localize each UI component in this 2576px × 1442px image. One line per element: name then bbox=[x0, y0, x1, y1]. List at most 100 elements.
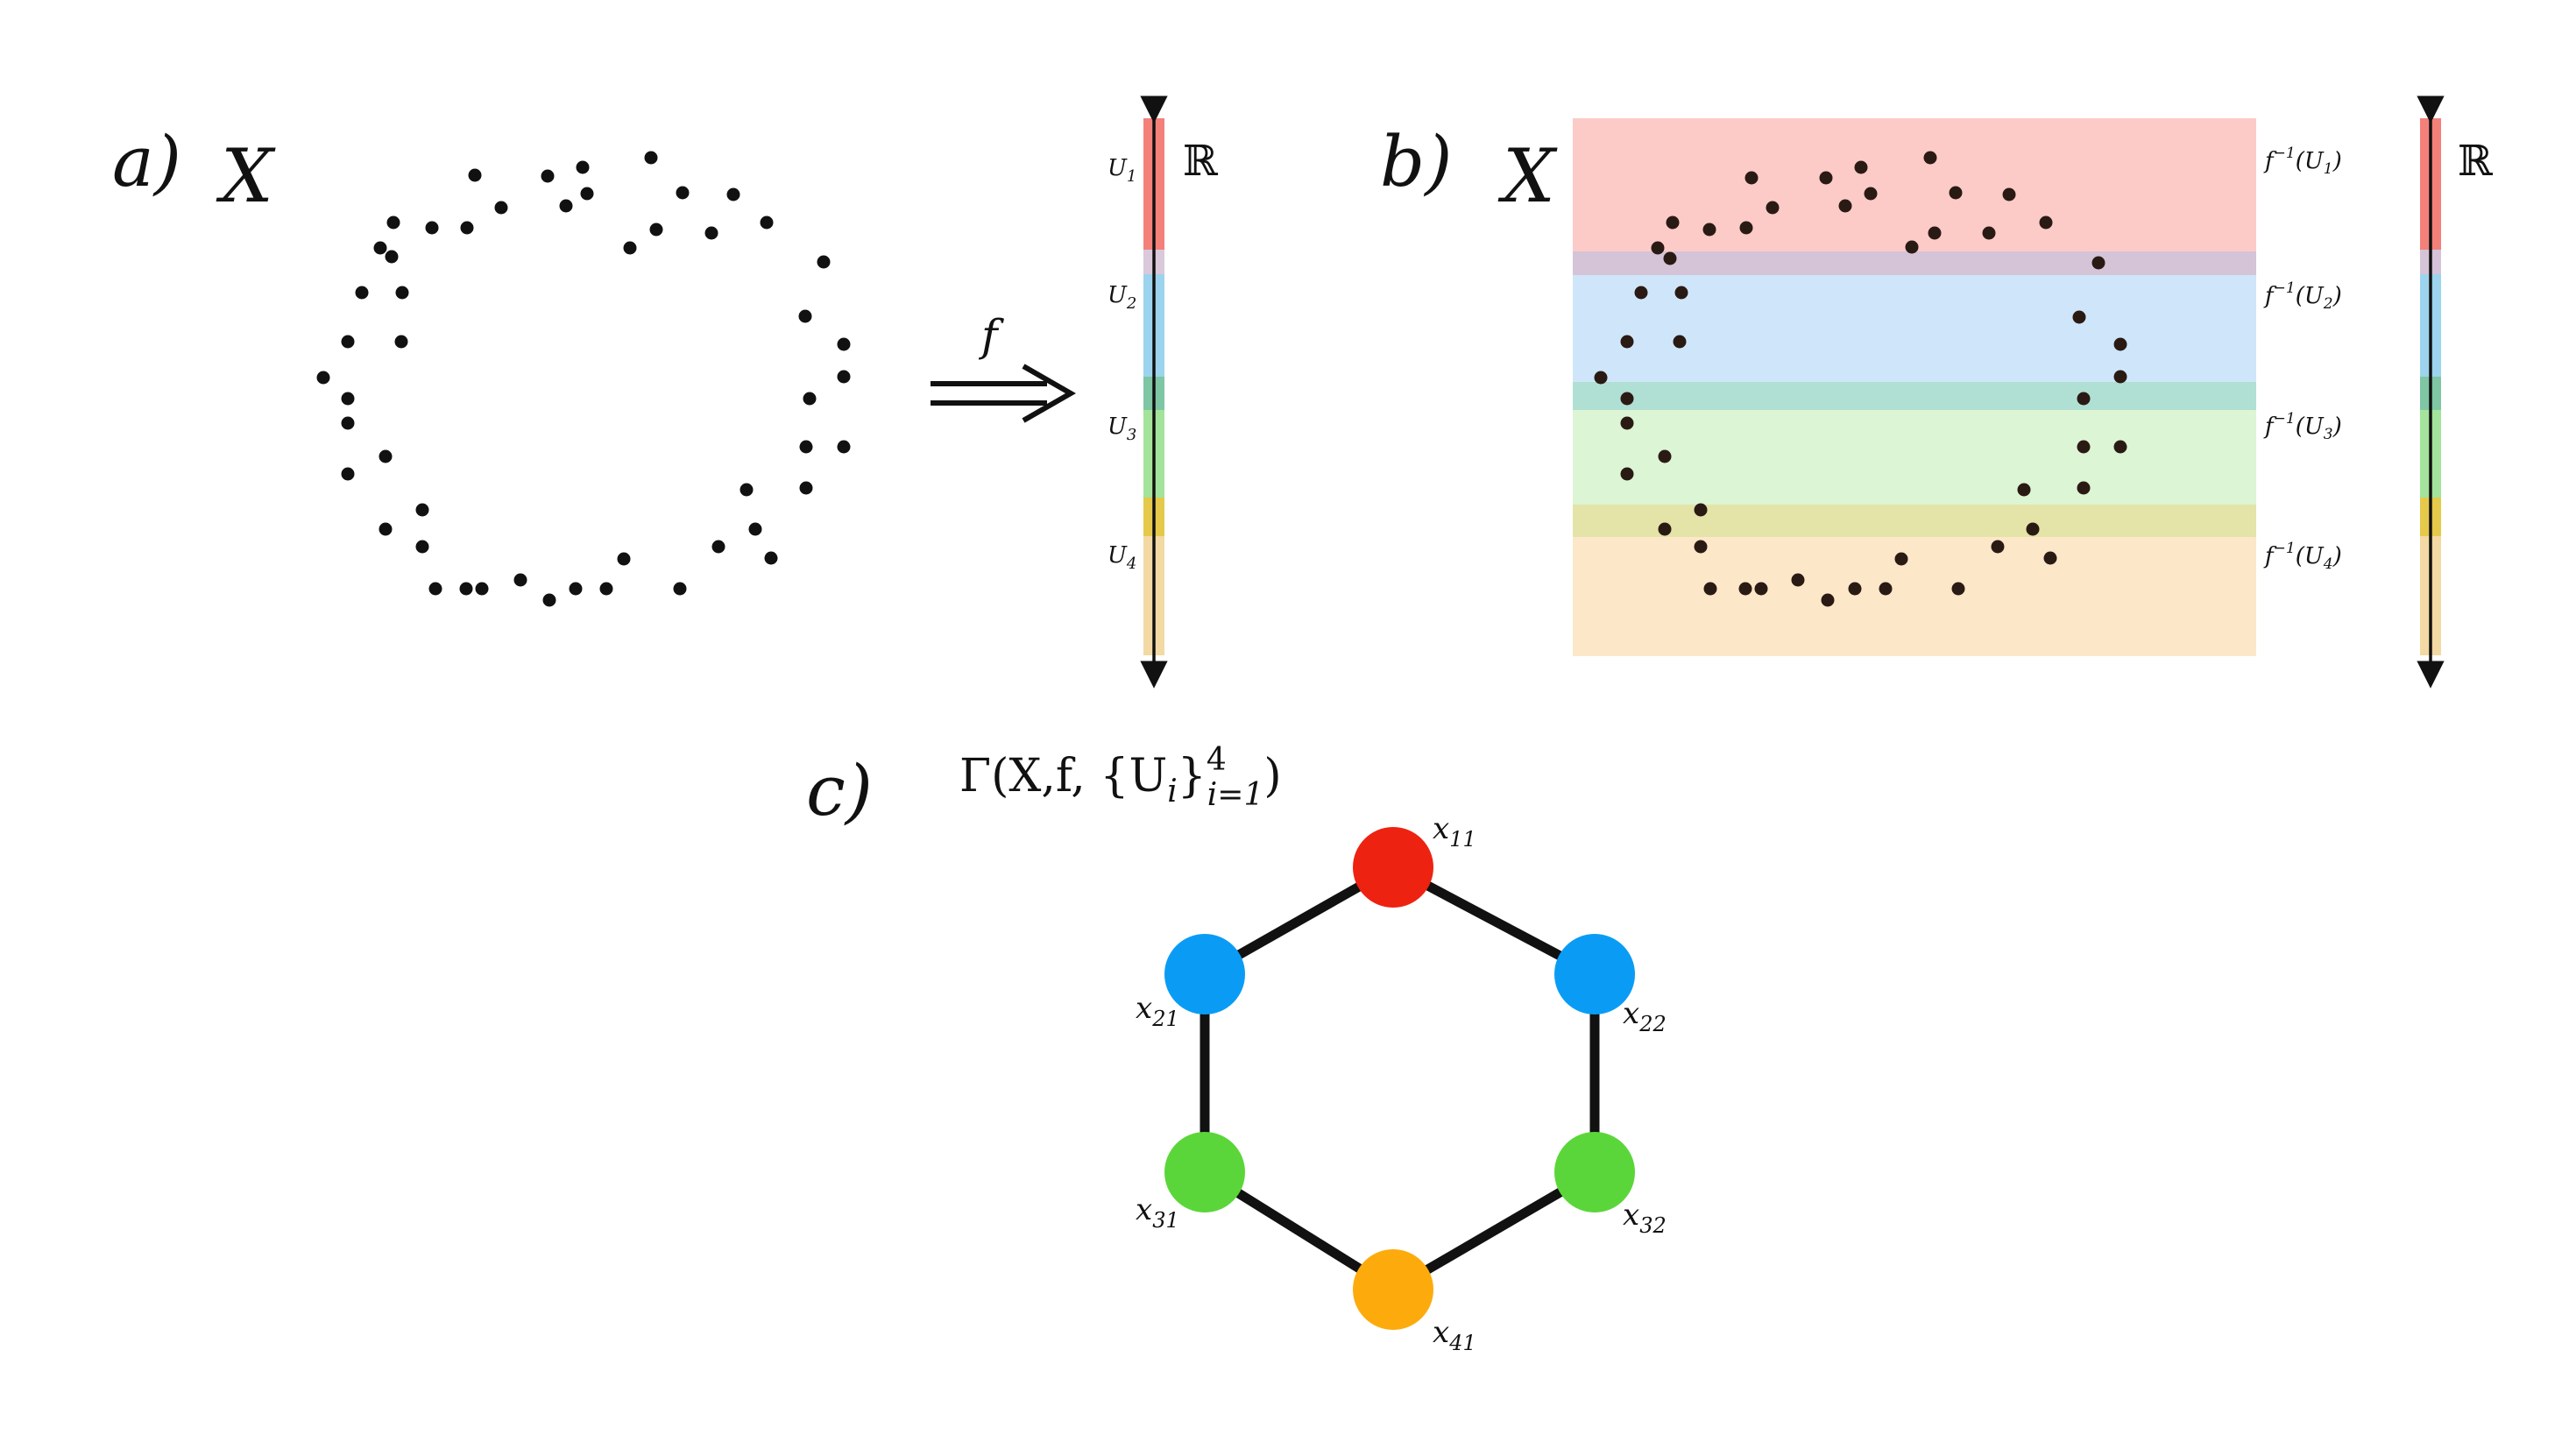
cloud-b-point bbox=[1702, 223, 1716, 237]
cloud-a-point bbox=[385, 250, 399, 264]
cloud-a-point bbox=[803, 392, 817, 406]
cloud-b-point bbox=[2077, 392, 2091, 406]
cloud-a-point bbox=[425, 221, 439, 235]
nerve-graph: x11 x21 x22 x31 x32 x41 bbox=[1136, 811, 1667, 1355]
node-label-x31: x31 bbox=[1136, 1192, 1179, 1233]
cloud-b-point bbox=[1949, 186, 1963, 200]
cloud-b-point bbox=[1838, 199, 1852, 213]
cloud-b-point bbox=[1923, 151, 1937, 165]
preimage-label-u4: f−1(U4) bbox=[2263, 540, 2342, 573]
cloud-b-point bbox=[2002, 187, 2016, 201]
cloud-a-point bbox=[559, 199, 573, 213]
node-label-x11: x11 bbox=[1433, 811, 1476, 852]
cloud-b-point bbox=[2077, 440, 2091, 454]
cloud-b-point bbox=[1894, 552, 1908, 566]
cloud-b-point bbox=[1928, 226, 1942, 240]
cloud-a-point bbox=[817, 255, 831, 269]
cloud-b-point bbox=[2072, 310, 2086, 324]
cloud-b-point bbox=[1620, 467, 1634, 481]
map-arrow-head bbox=[1022, 364, 1077, 423]
cloud-a-point bbox=[837, 337, 851, 351]
cloud-a-point bbox=[764, 551, 778, 565]
real-line-b: ℝ bbox=[2417, 95, 2493, 689]
panel-b: b) X f−1(U1) f−1(U2) f−1(U3) f−1(U4) bbox=[1380, 95, 2493, 689]
node-x31 bbox=[1164, 1132, 1245, 1212]
cloud-b-point bbox=[1754, 582, 1768, 596]
cloud-a-point bbox=[341, 416, 355, 430]
panel-c-label: c) bbox=[806, 750, 873, 831]
cloud-a-point bbox=[475, 582, 489, 596]
preimage-bands bbox=[1573, 118, 2256, 656]
cloud-b-point bbox=[1651, 241, 1665, 255]
cloud-b-point bbox=[1620, 392, 1634, 406]
cloud-a-point bbox=[617, 552, 631, 566]
panel-b-label: b) bbox=[1380, 121, 1452, 202]
panel-a: a) X f ℝ U1 U2 U3 U4 bbox=[112, 95, 1218, 689]
node-label-x32: x32 bbox=[1623, 1198, 1667, 1238]
node-x32 bbox=[1554, 1132, 1635, 1212]
cloud-a-point bbox=[459, 582, 473, 596]
cloud-b-point bbox=[1703, 582, 1717, 596]
band-u1 bbox=[1573, 118, 2256, 251]
cloud-a-point bbox=[386, 216, 400, 230]
node-label-x22: x22 bbox=[1623, 996, 1667, 1036]
cloud-a-point bbox=[379, 449, 393, 463]
cloud-b-point bbox=[1991, 540, 2005, 554]
cloud-b-point bbox=[2026, 522, 2040, 536]
cloud-a-point bbox=[341, 467, 355, 481]
cloud-b-point bbox=[1848, 582, 1862, 596]
real-line-a: ℝ U1 U2 U3 U4 bbox=[1108, 95, 1218, 689]
cloud-b-point bbox=[1738, 582, 1752, 596]
band-u3 bbox=[1573, 410, 2256, 505]
cloud-b-point bbox=[2113, 370, 2127, 384]
cloud-b-point bbox=[1739, 221, 1753, 235]
cloud-b-point bbox=[1694, 503, 1708, 517]
point-cloud-a bbox=[316, 151, 851, 607]
cloud-a-point bbox=[837, 370, 851, 384]
cloud-a-point bbox=[576, 160, 590, 174]
cloud-a-point bbox=[599, 582, 613, 596]
cloud-b-point bbox=[1982, 226, 1996, 240]
cloud-a-point bbox=[341, 335, 355, 349]
cloud-a-point bbox=[644, 151, 658, 165]
real-line-b-label: ℝ bbox=[2458, 137, 2493, 186]
panel-b-space-label: X bbox=[1497, 133, 1558, 219]
cloud-b-point bbox=[2077, 481, 2091, 495]
cloud-b-point bbox=[2017, 483, 2031, 497]
cloud-a-point bbox=[760, 216, 774, 230]
cover-label-u1: U1 bbox=[1108, 155, 1136, 186]
cloud-b-point bbox=[1791, 573, 1805, 587]
map-label: f bbox=[978, 310, 1004, 361]
cloud-b-point bbox=[1766, 201, 1780, 215]
map-arrow: f bbox=[931, 310, 1077, 423]
cloud-a-point bbox=[415, 503, 429, 517]
cloud-b-point bbox=[1819, 171, 1833, 185]
cover-label-u2: U2 bbox=[1108, 282, 1136, 313]
cloud-a-point bbox=[569, 582, 583, 596]
cloud-a-point bbox=[379, 522, 393, 536]
cloud-b-point bbox=[1864, 187, 1878, 201]
cloud-a-point bbox=[711, 540, 725, 554]
cloud-b-point bbox=[1666, 216, 1680, 230]
cloud-a-point bbox=[513, 573, 527, 587]
cloud-a-point bbox=[673, 582, 687, 596]
band-u2-u3-overlap bbox=[1573, 382, 2256, 410]
cloud-a-point bbox=[837, 440, 851, 454]
cloud-b-point bbox=[1673, 335, 1687, 349]
cloud-b-point bbox=[1879, 582, 1893, 596]
node-x11 bbox=[1353, 827, 1433, 908]
cloud-b-point bbox=[1674, 286, 1688, 300]
cloud-a-point bbox=[580, 187, 594, 201]
real-line-label: ℝ bbox=[1183, 137, 1218, 186]
cloud-a-point bbox=[460, 221, 474, 235]
cloud-a-point bbox=[798, 309, 812, 323]
node-label-x21: x21 bbox=[1136, 991, 1179, 1031]
cloud-a-point bbox=[415, 540, 429, 554]
cloud-b-point bbox=[1658, 522, 1672, 536]
cloud-b-point bbox=[1744, 171, 1759, 185]
cloud-a-point bbox=[316, 371, 330, 385]
cloud-a-point bbox=[355, 286, 369, 300]
